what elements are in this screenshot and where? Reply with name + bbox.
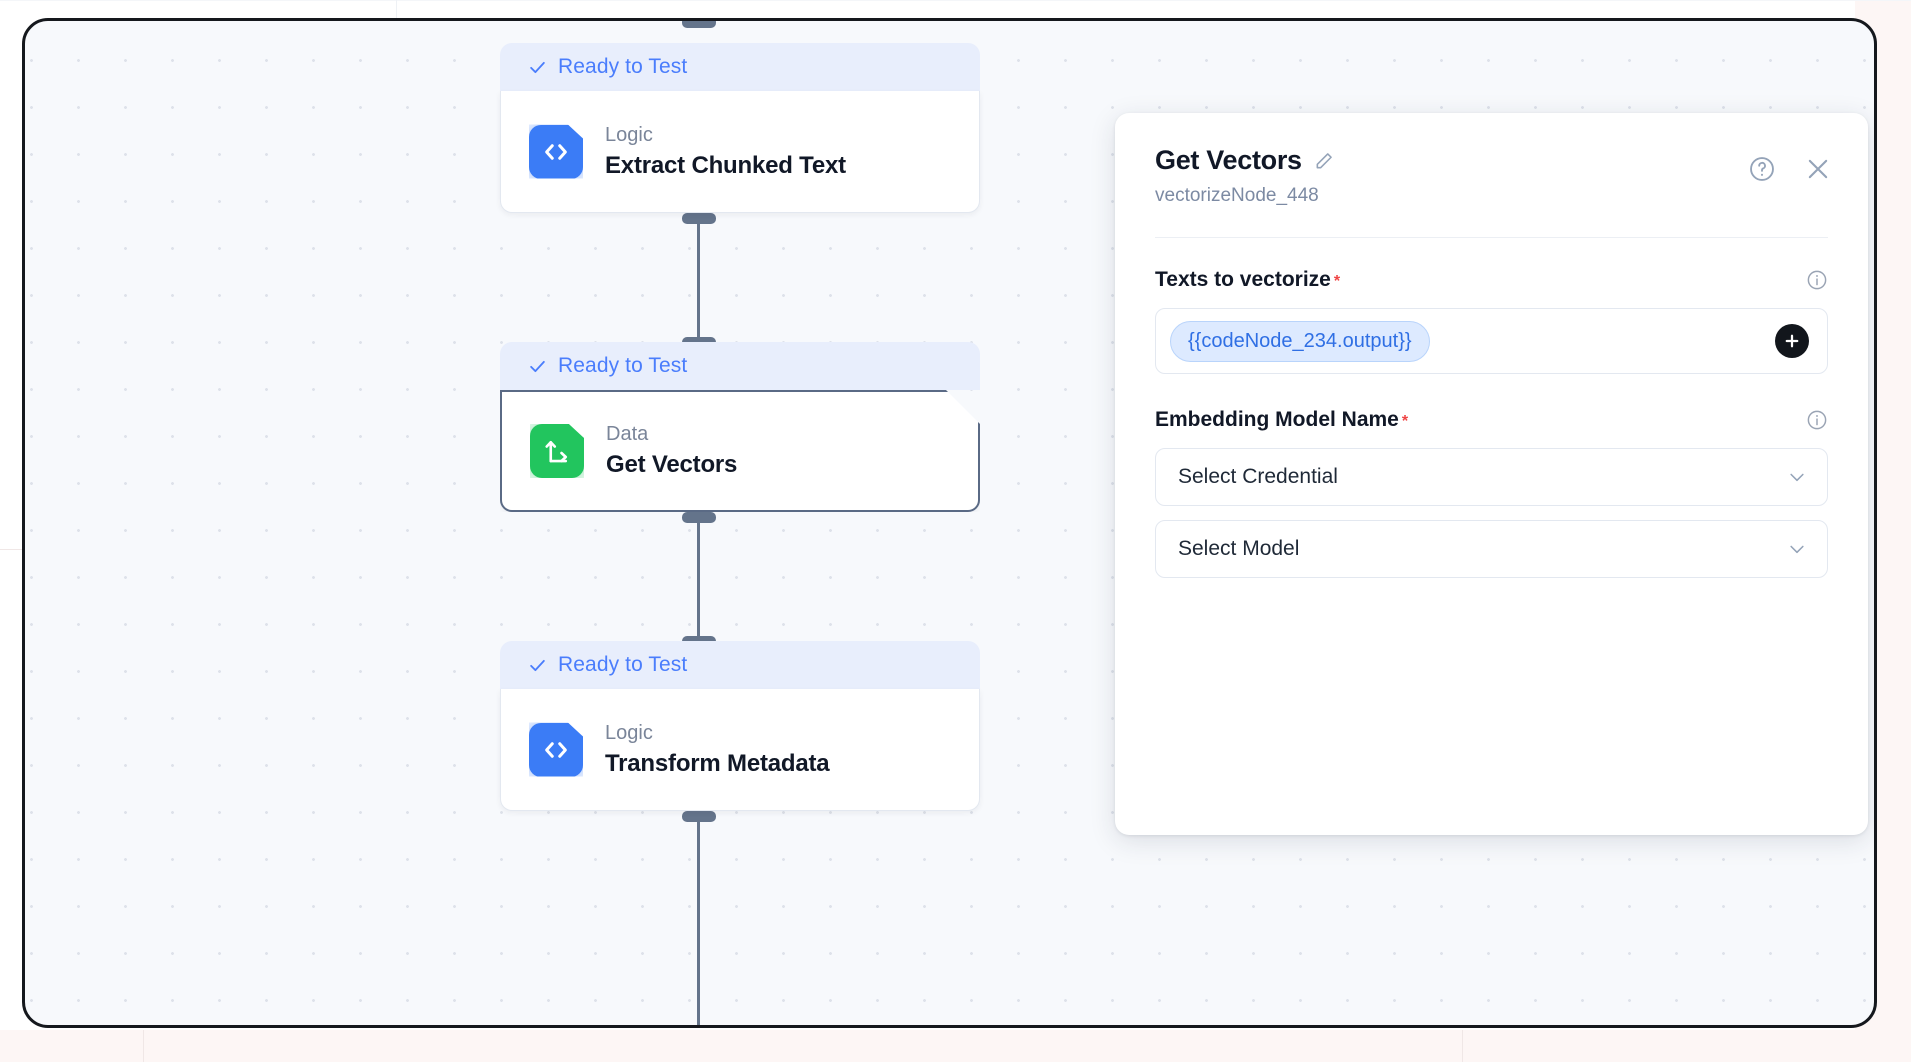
- field-embedding-model-name: Embedding Model Name* Select Credential …: [1155, 408, 1828, 578]
- required-marker: *: [1333, 273, 1341, 290]
- node-text-block: Logic Extract Chunked Text: [605, 124, 846, 180]
- variable-chip[interactable]: {{codeNode_234.output}}: [1170, 320, 1430, 362]
- credential-select[interactable]: Select Credential: [1155, 448, 1828, 506]
- workflow-node-transform-metadata[interactable]: Ready to Test Logic Transform Metadata: [500, 641, 980, 811]
- node-status-bar: Ready to Test: [500, 43, 980, 91]
- edge-node3-exit: [697, 815, 700, 1025]
- node-status-bar: Ready to Test: [500, 342, 980, 390]
- workflow-canvas[interactable]: Ready to Test Logic Extract Chunked Text…: [22, 18, 1877, 1028]
- model-select[interactable]: Select Model: [1155, 520, 1828, 578]
- code-tag-icon: [529, 124, 583, 179]
- field-label-row: Texts to vectorize*: [1155, 268, 1828, 292]
- field-label-wrap: Embedding Model Name*: [1155, 408, 1408, 432]
- bg-line-vertical-2: [1462, 1030, 1463, 1062]
- node-inspector-panel[interactable]: Get Vectors vectorizeNode_448 Texts to v…: [1115, 113, 1868, 835]
- inspector-body: Texts to vectorize* {{codeNode_234.outpu…: [1115, 238, 1868, 578]
- chevron-down-icon: [1790, 545, 1804, 554]
- plus-icon: [1785, 334, 1799, 348]
- node-status-bar: Ready to Test: [500, 641, 980, 689]
- node-kind-label: Logic: [605, 721, 653, 744]
- workflow-node-get-vectors[interactable]: Ready to Test Data Get Vectors: [500, 342, 980, 512]
- field-label-row: Embedding Model Name*: [1155, 408, 1828, 432]
- node-kind-label: Data: [606, 423, 649, 445]
- texts-chip-input[interactable]: {{codeNode_234.output}}: [1155, 308, 1828, 374]
- edge-cap-node2-bottom: [682, 512, 716, 523]
- check-icon: [530, 360, 545, 372]
- check-icon: [530, 61, 545, 73]
- question-circle-icon[interactable]: [1748, 155, 1776, 183]
- check-icon: [530, 659, 545, 671]
- node-status-label: Ready to Test: [558, 55, 688, 78]
- node-title-label: Extract Chunked Text: [605, 151, 846, 179]
- bg-line-horizontal: [0, 549, 22, 550]
- model-select-value: Select Model: [1178, 537, 1300, 560]
- bg-panel-bottom: [0, 1030, 1911, 1062]
- inspector-actions: [1748, 155, 1832, 183]
- node-card-body[interactable]: Logic Extract Chunked Text: [500, 91, 980, 213]
- inspector-title-row: Get Vectors: [1155, 145, 1828, 176]
- node-status-label: Ready to Test: [558, 354, 688, 377]
- node-title-label: Transform Metadata: [605, 749, 830, 777]
- page-title: Get Vectors: [1155, 145, 1302, 175]
- inspector-divider: [1155, 237, 1828, 238]
- field-label-wrap: Texts to vectorize*: [1155, 268, 1340, 292]
- bg-line-vertical: [143, 1030, 144, 1062]
- field-texts-to-vectorize: Texts to vectorize* {{codeNode_234.outpu…: [1155, 268, 1828, 374]
- edge-node2-node3: [697, 516, 700, 642]
- node-text-block: Logic Transform Metadata: [605, 721, 830, 778]
- edge-cap-top-entry: [682, 21, 716, 28]
- node-title-label: Get Vectors: [606, 451, 738, 478]
- node-kind-label: Logic: [605, 123, 653, 146]
- chevron-down-icon: [1790, 473, 1804, 482]
- node-card-body[interactable]: Data Get Vectors: [500, 390, 980, 512]
- field-label: Texts to vectorize: [1155, 268, 1331, 291]
- field-label: Embedding Model Name: [1155, 408, 1399, 431]
- node-status-label: Ready to Test: [558, 653, 688, 676]
- bg-line-top-divider: [396, 0, 397, 18]
- info-circle-icon[interactable]: [1806, 269, 1828, 291]
- add-text-button[interactable]: [1775, 324, 1809, 358]
- edge-node1-node2: [697, 217, 700, 343]
- required-marker: *: [1401, 413, 1409, 430]
- node-card-body[interactable]: Logic Transform Metadata: [500, 689, 980, 811]
- edge-cap-node1-bottom: [682, 213, 716, 224]
- node-id-label: vectorizeNode_448: [1155, 185, 1319, 206]
- code-tag-icon: [529, 722, 583, 777]
- node-text-block: Data Get Vectors: [606, 423, 737, 479]
- vector-axes-icon: [530, 424, 584, 478]
- info-circle-icon[interactable]: [1806, 409, 1828, 431]
- inspector-header: Get Vectors vectorizeNode_448: [1115, 113, 1868, 207]
- bg-line-horizontal-2: [0, 0, 1911, 1]
- edge-cap-node3-bottom: [682, 811, 716, 822]
- pencil-icon[interactable]: [1314, 151, 1334, 171]
- close-icon[interactable]: [1804, 155, 1832, 183]
- credential-select-value: Select Credential: [1178, 465, 1338, 488]
- workflow-node-extract-chunked-text[interactable]: Ready to Test Logic Extract Chunked Text: [500, 43, 980, 213]
